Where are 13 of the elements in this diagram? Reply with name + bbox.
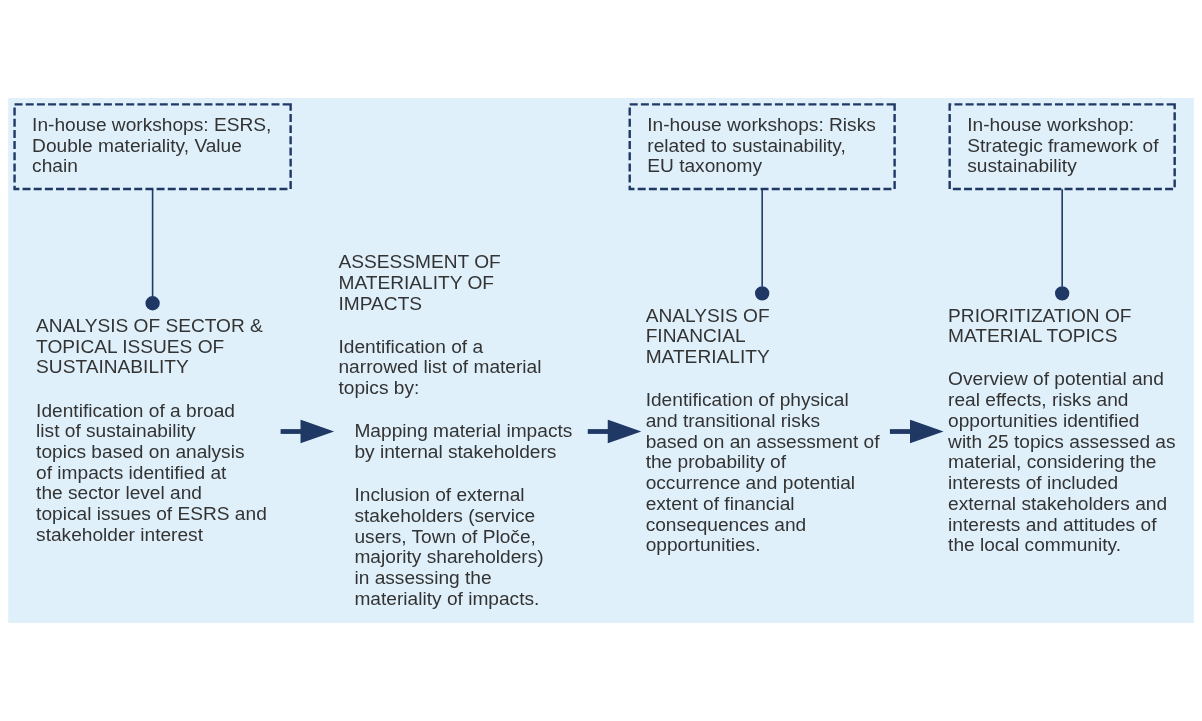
node-text: ANALYSIS OF FINANCIAL MATERIALITY Identification of physical and transitional risks based on an assessment of the probability of occurrence and potential extent of financial consequences and opportunities. bbox=[645, 304, 880, 556]
node-box: In-house workshops: Risks related to sustainability, EU taxonomy bbox=[628, 103, 896, 191]
connector bbox=[145, 188, 160, 311]
node-text: ASSESSMENT OF MATERIALITY OF IMPACTS Identification of a narrowed list of material topics by: Mapping material impacts by internal stakeholders Inclusion of external stakeholders (service users, Town of Ploče, majority shareholders) in assessing the materiality of impacts. bbox=[338, 251, 573, 609]
connector bbox=[755, 188, 770, 301]
connector bbox=[1055, 188, 1070, 301]
arrow bbox=[280, 419, 335, 444]
arrow bbox=[889, 419, 944, 444]
node-text: PRIORITIZATION OF MATERIAL TOPICS Overview of potential and real effects, risks and opportunities identified with 25 topics assessed as material, considering the interests of included external stakeholders and interests and attitudes of the local community. bbox=[948, 304, 1176, 556]
node-box: In-house workshops: ESRS, Double materiality, Value chain bbox=[13, 103, 292, 191]
node-box: In-house workshop: Strategic framework of sustainability bbox=[948, 103, 1176, 191]
arrow bbox=[587, 419, 642, 444]
node-text: ANALYSIS OF SECTOR & TOPICAL ISSUES OF SUSTAINABILITY Identification of a broad list of sustainability topics based on analysis of impacts identified at the sector level and topical issues of ESRS and stakeholder interest bbox=[36, 314, 267, 545]
